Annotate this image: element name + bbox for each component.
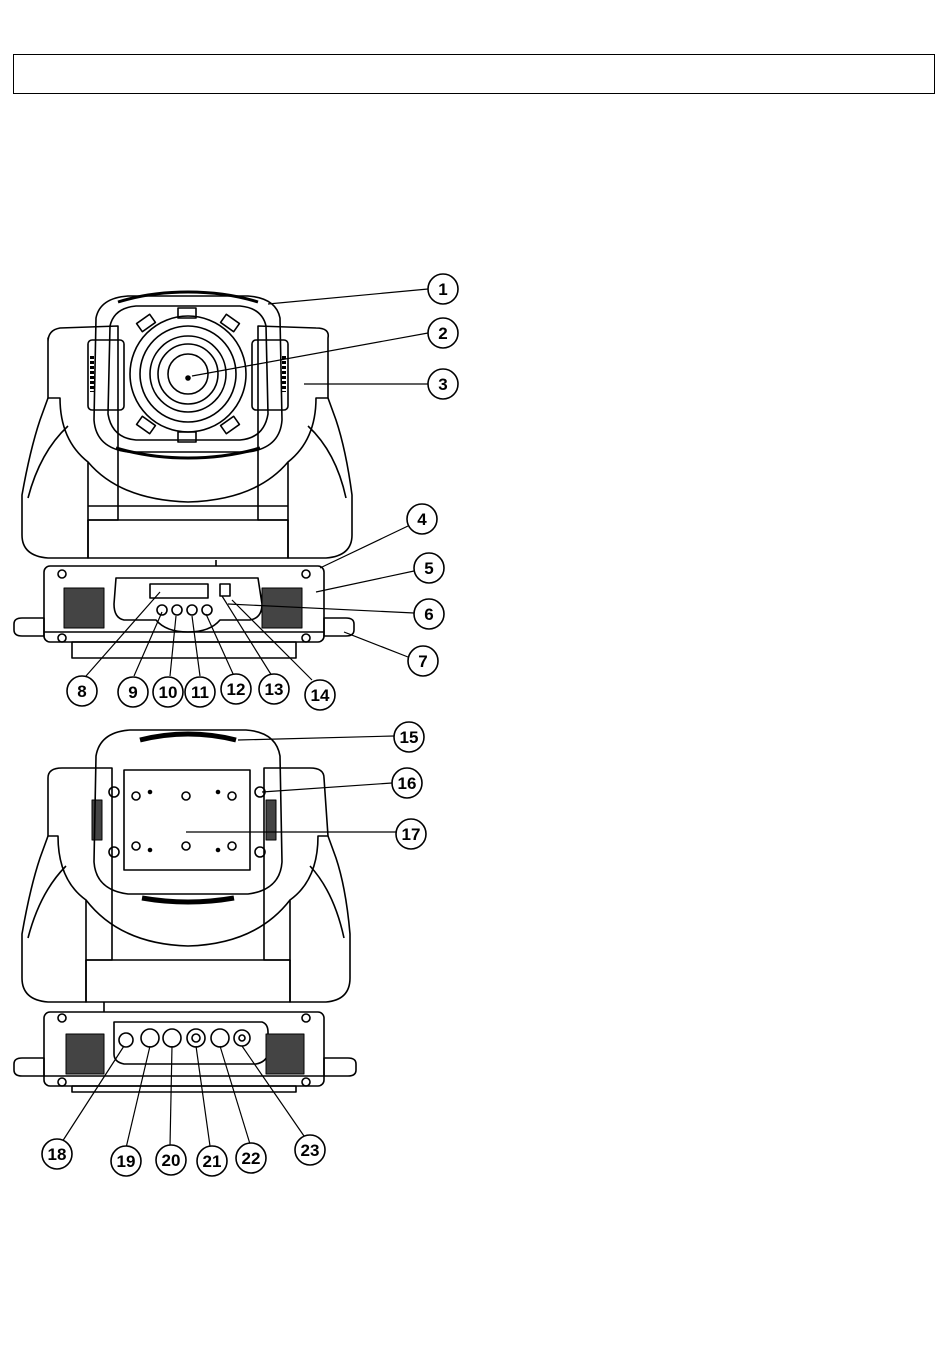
callout-2: 2	[428, 318, 458, 348]
svg-text:12: 12	[227, 680, 246, 699]
rear-callouts: 15 16 17 18 19 20 21 22 23	[42, 722, 426, 1176]
svg-text:7: 7	[418, 652, 427, 671]
svg-text:9: 9	[128, 683, 137, 702]
svg-text:17: 17	[402, 825, 421, 844]
svg-text:10: 10	[159, 683, 178, 702]
callout-4: 4	[407, 504, 437, 534]
svg-text:14: 14	[311, 686, 330, 705]
callout-18: 18	[42, 1139, 72, 1169]
callout-21: 21	[197, 1146, 227, 1176]
front-view: 1 2 3 4 5 6 7 8 9 10 11 12 13 14	[14, 274, 458, 710]
callout-14: 14	[305, 680, 335, 710]
callout-1: 1	[428, 274, 458, 304]
callout-20: 20	[156, 1145, 186, 1175]
callout-22: 22	[236, 1143, 266, 1173]
callout-9: 9	[118, 677, 148, 707]
front-base	[14, 560, 354, 658]
svg-text:5: 5	[424, 559, 433, 578]
callout-3: 3	[428, 369, 458, 399]
callout-16: 16	[392, 768, 422, 798]
front-leaders	[86, 289, 428, 680]
rear-yoke	[22, 768, 350, 1002]
svg-text:11: 11	[191, 683, 209, 702]
callout-15: 15	[394, 722, 424, 752]
callout-23: 23	[295, 1135, 325, 1165]
svg-text:2: 2	[438, 324, 447, 343]
callout-5: 5	[414, 553, 444, 583]
callout-11: 11	[185, 677, 215, 707]
svg-text:4: 4	[417, 510, 427, 529]
callout-12: 12	[221, 674, 251, 704]
callout-6: 6	[414, 599, 444, 629]
svg-text:1: 1	[438, 280, 447, 299]
svg-text:18: 18	[48, 1145, 67, 1164]
callout-19: 19	[111, 1146, 141, 1176]
callout-7: 7	[408, 646, 438, 676]
svg-text:15: 15	[400, 728, 419, 747]
rear-base	[14, 1002, 356, 1092]
svg-text:6: 6	[424, 605, 433, 624]
callout-17: 17	[396, 819, 426, 849]
svg-text:19: 19	[117, 1152, 136, 1171]
rear-view: 15 16 17 18 19 20 21 22 23	[14, 722, 426, 1176]
rear-head	[94, 730, 282, 902]
svg-text:13: 13	[265, 680, 284, 699]
svg-text:23: 23	[301, 1141, 320, 1160]
callout-13: 13	[259, 674, 289, 704]
svg-text:21: 21	[203, 1152, 222, 1171]
svg-text:8: 8	[77, 682, 86, 701]
svg-text:16: 16	[398, 774, 417, 793]
svg-text:3: 3	[438, 375, 447, 394]
callout-8: 8	[67, 676, 97, 706]
callout-10: 10	[153, 677, 183, 707]
svg-text:20: 20	[162, 1151, 181, 1170]
svg-text:22: 22	[242, 1149, 261, 1168]
